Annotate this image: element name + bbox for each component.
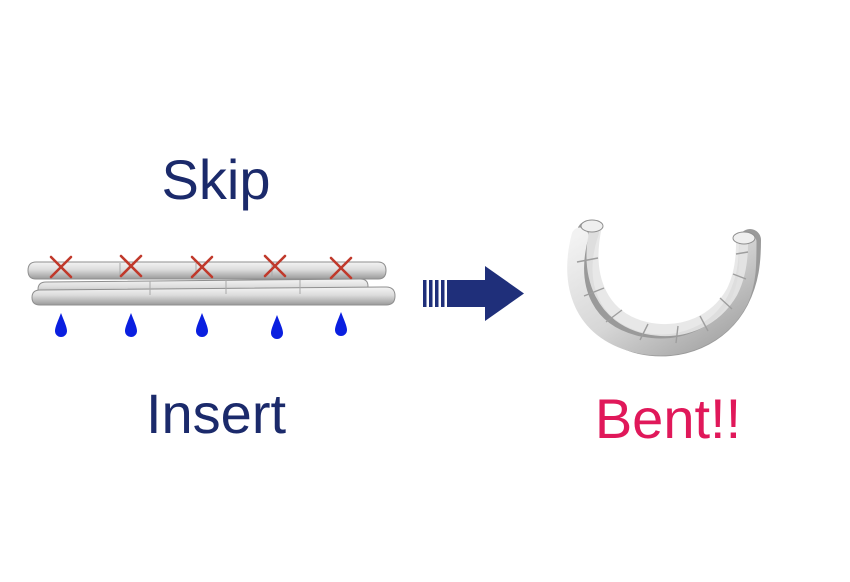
insert-label: Insert <box>146 382 286 445</box>
bent-rod-bundle <box>567 219 761 357</box>
droplet-icon <box>271 315 283 339</box>
skip-markers <box>49 254 353 280</box>
bent-rod-inner <box>586 220 748 337</box>
cross-mark-icon <box>49 255 73 279</box>
droplet-icon <box>335 312 347 336</box>
droplet-icon <box>55 313 67 337</box>
cross-mark-icon <box>329 256 353 280</box>
bent-rod-end-right <box>732 231 756 245</box>
bent-rod-end-left <box>580 219 604 233</box>
straight-rod-bundle <box>27 261 396 306</box>
cross-mark-icon <box>263 254 287 278</box>
bent-rod-front <box>567 227 757 356</box>
droplet-icon <box>125 313 137 337</box>
bent-result-label: Bent!! <box>595 387 741 450</box>
rod-bottom <box>31 286 396 306</box>
cross-mark-icon <box>190 255 214 279</box>
right-arrow-icon <box>423 266 524 321</box>
cross-mark-icon <box>119 254 143 278</box>
skip-label: Skip <box>162 148 271 211</box>
insert-markers <box>55 312 347 339</box>
droplet-icon <box>196 313 208 337</box>
